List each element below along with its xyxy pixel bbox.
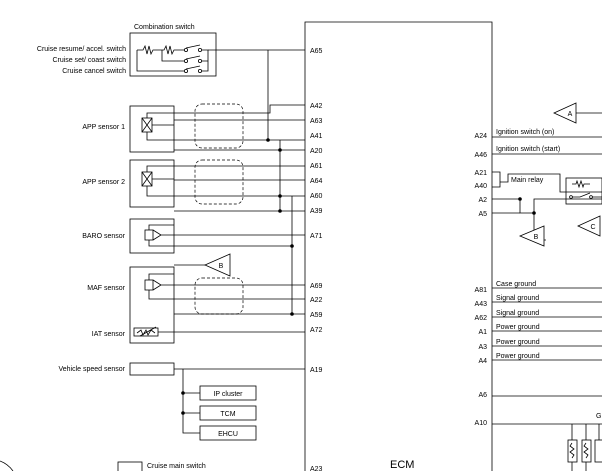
pin-a65: A65 xyxy=(310,48,323,55)
pin-a5: A5 xyxy=(478,211,487,218)
pin-a43: A43 xyxy=(475,301,488,308)
connector-a: A xyxy=(553,102,602,124)
left-pin-labels: A65 A42 A63 A41 A20 A61 A64 A60 A39 A71 … xyxy=(310,48,323,471)
main-relay-label: Main relay xyxy=(511,177,544,184)
pin-a71: A71 xyxy=(310,233,323,240)
vehicle-speed-sensor: Vehicle speed sensor IP cluster TCM EHCU xyxy=(58,362,305,441)
pin-a62: A62 xyxy=(475,315,488,322)
connector-c: C xyxy=(577,215,601,237)
pin-a42: A42 xyxy=(310,103,323,110)
app-sensor-1: APP sensor 1 xyxy=(82,103,305,153)
ground-label-6: Power ground xyxy=(496,353,540,360)
cruise-main-switch: Cruise main switch xyxy=(0,460,206,471)
vss-target-tcm: TCM xyxy=(220,411,235,418)
switch-set-coast-label: Cruise set/ coast switch xyxy=(52,57,126,64)
main-relay-box xyxy=(565,177,602,205)
vss-target-ehcu: EHCU xyxy=(218,431,238,438)
pin-a64: A64 xyxy=(310,178,323,185)
ecm-label: ECM xyxy=(390,459,414,471)
app-sensor-1-label: APP sensor 1 xyxy=(82,124,125,131)
baro-sensor-label: BARO sensor xyxy=(82,233,125,240)
ign-start-label: Ignition switch (start) xyxy=(496,146,560,153)
pin-a19: A19 xyxy=(310,367,323,374)
pin-a20: A20 xyxy=(310,148,323,155)
svg-text:A: A xyxy=(568,111,573,118)
pin-a40: A40 xyxy=(475,183,488,190)
pin-a59: A59 xyxy=(310,312,323,319)
pin-a3: A3 xyxy=(478,344,487,351)
pin-a46: A46 xyxy=(475,152,488,159)
svg-text:C: C xyxy=(590,224,595,231)
maf-sensor: MAF sensor xyxy=(87,264,305,344)
svg-text:B: B xyxy=(534,234,539,241)
iat-sensor: IAT sensor xyxy=(92,326,305,338)
pin-a41: A41 xyxy=(310,133,323,140)
pin-a61: A61 xyxy=(310,163,323,170)
pin-a4: A4 xyxy=(478,358,487,365)
pin-a22: A22 xyxy=(310,297,323,304)
pin-a60: A60 xyxy=(310,193,323,200)
combination-switch-box xyxy=(129,32,217,77)
switch-resume-accel-label: Cruise resume/ accel. switch xyxy=(37,46,126,53)
pin-a39: A39 xyxy=(310,208,323,215)
ground-label-4: Power ground xyxy=(496,324,540,331)
pin-a24: A24 xyxy=(475,133,488,140)
ground-label-2: Signal ground xyxy=(496,295,539,302)
pin-a21: A21 xyxy=(475,170,488,177)
switch-cancel-label: Cruise cancel switch xyxy=(62,68,126,75)
pin-a1: A1 xyxy=(478,329,487,336)
iat-sensor-label: IAT sensor xyxy=(92,331,126,338)
vss-target-ip-cluster: IP cluster xyxy=(213,391,243,398)
pin-a72: A72 xyxy=(310,327,323,334)
svg-text:A23: A23 xyxy=(310,466,323,471)
svg-text:B: B xyxy=(219,263,224,270)
ground-label-1: Case ground xyxy=(496,281,536,288)
app-sensor-2: APP sensor 2 xyxy=(82,159,305,212)
combination-switch: Combination switch Cruise resume/ accel.… xyxy=(37,24,305,77)
maf-sensor-label: MAF sensor xyxy=(87,285,125,292)
connector-b-right: B xyxy=(518,225,545,247)
vehicle-speed-sensor-label: Vehicle speed sensor xyxy=(58,366,125,373)
ground-label-5: Power ground xyxy=(496,339,540,346)
right-pin-labels: A24 A46 A21 A40 A2 A5 A81 A43 A62 A1 A3 … xyxy=(475,133,488,427)
combination-switch-title: Combination switch xyxy=(134,24,195,31)
pin-a2: A2 xyxy=(478,197,487,204)
pin-a63: A63 xyxy=(310,118,323,125)
pin-a6: A6 xyxy=(478,392,487,399)
pin-a81: A81 xyxy=(475,287,488,294)
ign-on-label: Ignition switch (on) xyxy=(496,129,554,136)
right-signals: Ignition switch (on) Ignition switch (st… xyxy=(492,102,602,471)
pin-a69: A69 xyxy=(310,283,323,290)
connector-b-left: B xyxy=(204,253,231,277)
ground-label-3: Signal ground xyxy=(496,310,539,317)
pin-a10: A10 xyxy=(475,420,488,427)
baro-sensor: BARO sensor xyxy=(82,218,305,254)
app-sensor-2-label: APP sensor 2 xyxy=(82,179,125,186)
cruise-main-switch-label: Cruise main switch xyxy=(147,463,206,470)
ecm-module: ECM xyxy=(304,21,493,471)
cut-label-g: G xyxy=(596,413,601,420)
